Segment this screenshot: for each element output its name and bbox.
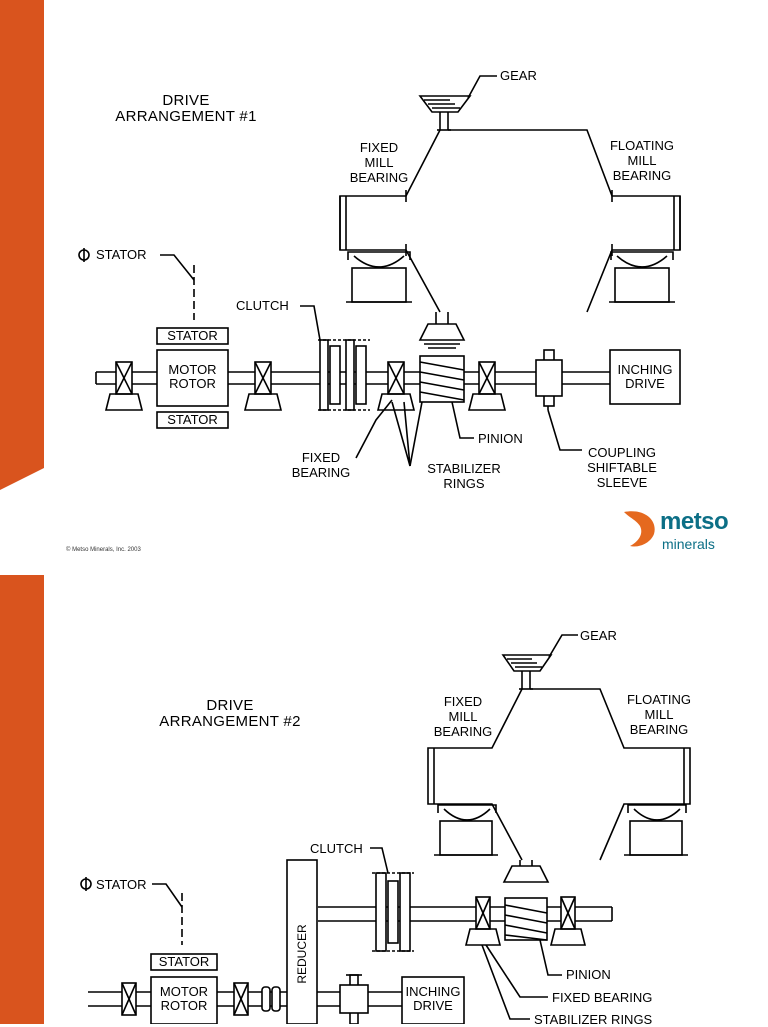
fixed-bearing-leader bbox=[355, 399, 393, 459]
label-inching-drive: INCHING DRIVE bbox=[617, 362, 673, 391]
drive-diagram-2 bbox=[80, 634, 691, 1024]
label-coupling: COUPLING SHIFTABLE SLEEVE bbox=[587, 445, 657, 490]
lower-bearings bbox=[121, 982, 281, 1016]
clutch bbox=[300, 305, 370, 411]
logo-word-minerals: minerals bbox=[662, 536, 715, 552]
label-clutch: CLUTCH bbox=[236, 298, 289, 313]
label-stator-bottom: STATOR bbox=[167, 412, 218, 427]
label-floating-mill-bearing: FLOATING MILL BEARING bbox=[626, 692, 692, 737]
stator-top-box bbox=[156, 327, 229, 345]
label-stator-centerline: STATOR bbox=[96, 247, 147, 262]
label-stator-top: STATOR bbox=[158, 954, 210, 969]
accent-band bbox=[0, 0, 44, 490]
copyright-text: © Metso Minerals, Inc. 2003 bbox=[66, 547, 141, 553]
label-fixed-mill-bearing: FIXED MILL BEARING bbox=[433, 694, 493, 739]
shaft-bearing bbox=[104, 361, 507, 411]
pinion bbox=[418, 312, 474, 439]
stator-top-box bbox=[150, 953, 218, 971]
label-inching-drive: INCHING DRIVE bbox=[405, 984, 461, 1013]
gear-icon bbox=[418, 75, 497, 131]
label-gear: GEAR bbox=[580, 628, 617, 643]
mill-bearing-left bbox=[434, 804, 498, 856]
stator-centerline bbox=[80, 877, 183, 945]
inching-drive-box bbox=[609, 349, 681, 405]
label-stator-top: STATOR bbox=[167, 328, 218, 343]
label-motor-rotor: MOTOR ROTOR bbox=[159, 984, 209, 1013]
metso-swoosh-icon bbox=[624, 511, 655, 547]
motor-rotor-box bbox=[150, 976, 218, 1024]
label-floating-mill-bearing: FLOATING MILL BEARING bbox=[609, 138, 675, 183]
motor-rotor-box bbox=[156, 349, 229, 407]
label-stator-centerline: STATOR bbox=[96, 877, 147, 892]
clutch bbox=[370, 847, 414, 952]
gear-icon bbox=[501, 634, 578, 690]
inching-drive-box bbox=[401, 976, 465, 1024]
mill-shell bbox=[427, 688, 691, 861]
label-stabilizer-rings: STABILIZER RINGS bbox=[427, 461, 501, 491]
upper-bearings bbox=[464, 896, 587, 1020]
metso-logo: metso minerals bbox=[620, 506, 740, 556]
mill-bearing-left bbox=[346, 251, 412, 303]
slide-drive-arrangement-1: DRIVE ARRANGEMENT #1 bbox=[0, 0, 740, 556]
slide-drive-arrangement-2: DRIVE ARRANGEMENT #2 bbox=[0, 575, 768, 1027]
stator-centerline bbox=[78, 248, 195, 320]
drive-diagram-1 bbox=[78, 75, 681, 467]
label-stabilizer-rings: STABILIZER RINGS bbox=[534, 1012, 653, 1027]
mill-shell bbox=[339, 129, 681, 313]
stator-bottom-box bbox=[156, 411, 229, 429]
mill-bearing-right bbox=[624, 804, 688, 856]
label-pinion: PINION bbox=[478, 431, 523, 446]
coupling bbox=[535, 349, 582, 451]
label-fixed-bearing: FIXED BEARING bbox=[552, 990, 653, 1005]
lower-coupling bbox=[339, 974, 369, 1024]
logo-word-metso: metso bbox=[660, 508, 729, 535]
page-title: DRIVE ARRANGEMENT #1 bbox=[115, 92, 257, 125]
label-gear: GEAR bbox=[500, 68, 537, 83]
label-fixed-bearing: FIXED BEARING bbox=[291, 450, 351, 480]
label-pinion: PINION bbox=[566, 967, 611, 982]
pinion bbox=[502, 860, 562, 976]
label-reducer: REDUCER bbox=[295, 924, 309, 984]
accent-band bbox=[0, 575, 44, 1024]
label-clutch: CLUTCH bbox=[310, 841, 363, 856]
page-title: DRIVE ARRANGEMENT #2 bbox=[159, 697, 301, 730]
reducer-box bbox=[286, 859, 318, 1024]
label-fixed-mill-bearing: FIXED MILL BEARING bbox=[349, 140, 409, 185]
label-motor-rotor: MOTOR ROTOR bbox=[168, 362, 217, 391]
mill-bearing-right bbox=[609, 251, 675, 303]
